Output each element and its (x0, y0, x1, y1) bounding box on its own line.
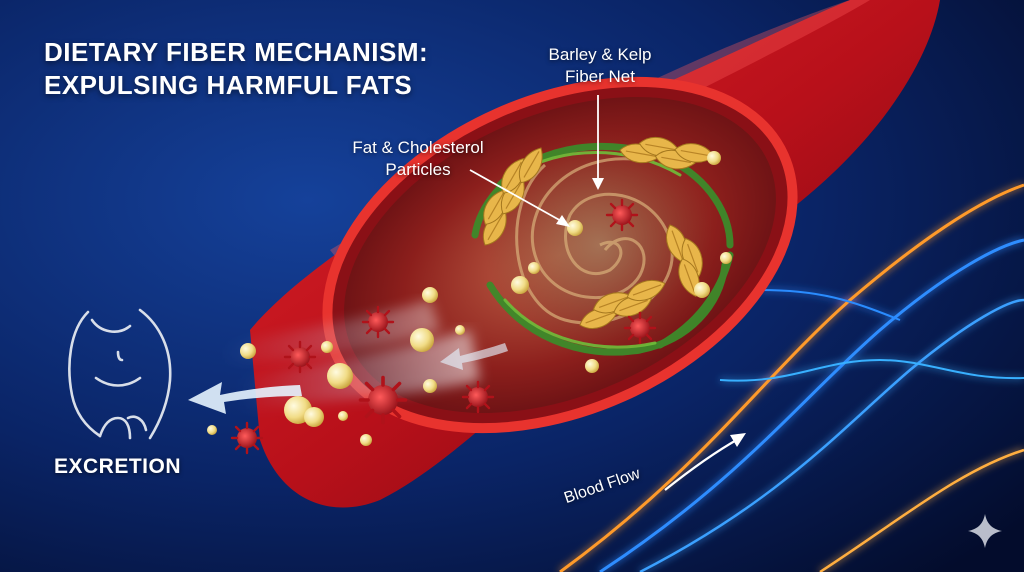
page-title: DIETARY FIBER MECHANISM: EXPULSING HARMF… (44, 36, 428, 102)
fiber-net-label-line-1: Barley & Kelp (520, 44, 680, 66)
title-line-1: DIETARY FIBER MECHANISM: (44, 36, 428, 69)
fiber-net-label: Barley & Kelp Fiber Net (520, 44, 680, 88)
fat-particles-label-line-1: Fat & Cholesterol (318, 137, 518, 159)
fat-particles-label: Fat & Cholesterol Particles (318, 137, 518, 181)
fiber-net-label-line-2: Fiber Net (520, 66, 680, 88)
excretion-label: EXCRETION (54, 455, 181, 479)
fat-particles-label-line-2: Particles (318, 159, 518, 181)
title-line-2: EXPULSING HARMFUL FATS (44, 69, 428, 102)
